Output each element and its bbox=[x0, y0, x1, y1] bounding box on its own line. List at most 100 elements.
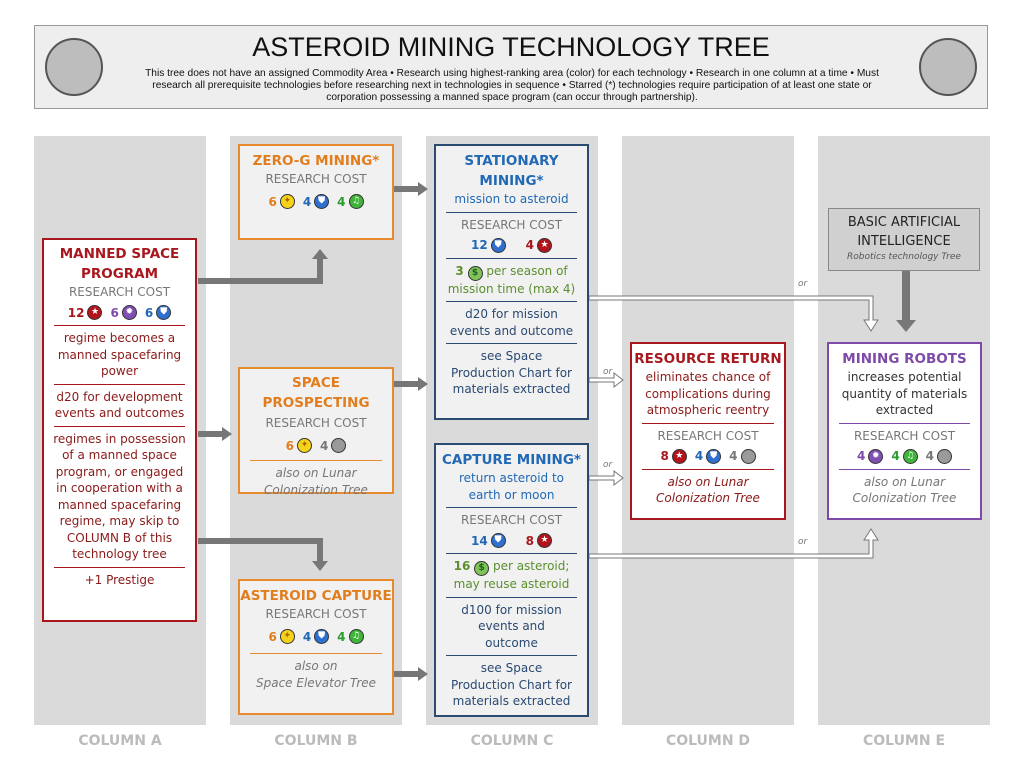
node-manned-space-program: MANNED SPACE PROGRAM RESEARCH COST 12★ 6… bbox=[42, 238, 197, 622]
gear-icon: ✹ bbox=[121, 305, 137, 321]
node-resource-return: RESOURCE RETURN eliminates chance of com… bbox=[630, 342, 786, 520]
node-asteroid-capture: ASTEROID CAPTURE RESEARCH COST 6✦ 4⛊ 4♫ … bbox=[238, 579, 394, 715]
node-subtitle: Robotics technology Tree bbox=[847, 252, 961, 262]
column-b-label: COLUMN B bbox=[274, 733, 358, 749]
cost-item: 4 bbox=[926, 448, 953, 465]
effect-text: see Space Production Chart for materials… bbox=[451, 349, 572, 396]
cost-item: 8★ bbox=[660, 448, 687, 465]
research-cost-label: RESEARCH COST bbox=[265, 607, 367, 621]
cost-item: 6✦ bbox=[268, 194, 295, 211]
effect-text: d20 for development events and outcomes bbox=[54, 389, 185, 421]
node-title: ASTEROID CAPTURE bbox=[240, 588, 392, 604]
divider bbox=[446, 596, 577, 598]
effect-text: regime becomes a manned spacefaring powe… bbox=[57, 331, 182, 378]
effect-text: +1 Prestige bbox=[84, 572, 155, 587]
node-title: SPACE PROSPECTING bbox=[262, 375, 370, 411]
cost-row: 6✦ 4⛊ 4♫ bbox=[240, 629, 392, 646]
cost-item: 8★ bbox=[526, 533, 553, 550]
cost-item: 4⛊ bbox=[303, 194, 330, 211]
cost-item: 4✹ bbox=[857, 448, 884, 465]
cost-item: 6✦ bbox=[268, 629, 295, 646]
cost-item: 12★ bbox=[68, 305, 103, 322]
research-cost-label: RESEARCH COST bbox=[853, 428, 956, 443]
cost-item: 4 bbox=[729, 448, 756, 465]
or-label: or bbox=[603, 460, 613, 470]
music-note-icon: ♫ bbox=[348, 629, 364, 645]
divider bbox=[446, 301, 577, 302]
divider bbox=[54, 566, 185, 568]
cost-item: 4⛊ bbox=[303, 629, 330, 646]
divider bbox=[250, 653, 382, 654]
node-title: BASIC ARTIFICIAL INTELLIGENCE bbox=[847, 215, 961, 249]
node-title: RESOURCE RETURN bbox=[634, 351, 782, 367]
star-icon: ★ bbox=[87, 305, 103, 321]
cost-row: 12⛊ 4★ bbox=[436, 237, 587, 254]
or-label: or bbox=[603, 367, 613, 377]
divider bbox=[54, 325, 185, 326]
effect-text: d100 for mission events and outcome bbox=[461, 602, 562, 650]
node-zero-g-mining: ZERO-G MINING* RESEARCH COST 6✦ 4⛊ 4♫ bbox=[238, 144, 394, 240]
disc-icon-left bbox=[45, 38, 103, 96]
lightbulb-icon: ✦ bbox=[279, 194, 295, 210]
research-cost-label: RESEARCH COST bbox=[265, 172, 367, 186]
effect-text: regimes in possession of a manned space … bbox=[53, 431, 186, 562]
shield-icon: ⛊ bbox=[490, 533, 506, 549]
divider bbox=[642, 422, 774, 424]
cost-item: 12⛊ bbox=[471, 237, 506, 254]
cost-row: 4✹ 4♫ 4 bbox=[829, 448, 980, 465]
gear-icon: ✹ bbox=[868, 448, 884, 464]
node-note: also on Lunar Colonization Tree bbox=[852, 474, 957, 506]
node-note: also on bbox=[294, 659, 338, 673]
divider bbox=[446, 211, 577, 213]
node-title: CAPTURE MINING* bbox=[442, 452, 581, 468]
cost-item: 6⛊ bbox=[145, 305, 172, 322]
cost-item: 4★ bbox=[526, 237, 553, 254]
shield-icon: ⛊ bbox=[156, 305, 172, 321]
research-cost-label: RESEARCH COST bbox=[657, 428, 759, 443]
cost-item: 14⛊ bbox=[471, 533, 506, 550]
research-cost-label: RESEARCH COST bbox=[460, 217, 563, 232]
node-title: MANNED SPACE PROGRAM bbox=[59, 246, 180, 282]
research-cost-label: RESEARCH COST bbox=[460, 513, 563, 527]
page-title: ASTEROID MINING TECHNOLOGY TREE bbox=[252, 32, 770, 62]
research-cost-label: RESEARCH COST bbox=[265, 416, 367, 430]
divider bbox=[446, 553, 577, 554]
cost-item: 4♫ bbox=[337, 194, 364, 211]
column-e-label: COLUMN E bbox=[862, 733, 946, 749]
cost-item: 4♫ bbox=[891, 448, 918, 465]
node-subtitle: eliminates chance of complications durin… bbox=[645, 370, 771, 417]
page-description: This tree does not have an assigned Comm… bbox=[145, 68, 879, 103]
column-c-label: COLUMN C bbox=[470, 733, 554, 749]
cost-item: 6✦ bbox=[286, 438, 312, 455]
divider bbox=[839, 468, 970, 470]
cost-row: 12★ 6✹ 6⛊ bbox=[44, 305, 195, 322]
star-icon: ★ bbox=[671, 448, 687, 464]
divider bbox=[54, 425, 185, 427]
cost-row: 6✦ 4⛊ 4♫ bbox=[240, 194, 392, 211]
shield-icon: ⛊ bbox=[706, 448, 722, 464]
shield-icon: ⛊ bbox=[314, 629, 330, 645]
money-icon: $ bbox=[467, 265, 483, 281]
column-a-label: COLUMN A bbox=[78, 733, 162, 749]
divider bbox=[446, 343, 577, 344]
node-capture-mining: CAPTURE MINING* return asteroid to earth… bbox=[434, 443, 589, 717]
music-note-icon: ♫ bbox=[902, 448, 918, 464]
node-note: also on Lunar Colonization Tree bbox=[264, 466, 368, 497]
disc-icon-right bbox=[919, 38, 977, 96]
money-icon: $ bbox=[474, 561, 490, 576]
divider bbox=[250, 460, 382, 461]
cost-row: 6✦ 4 bbox=[240, 438, 392, 455]
node-title: ZERO-G MINING* bbox=[252, 153, 380, 169]
cost-row: 8★ 4⛊ 4 bbox=[632, 448, 784, 465]
gray-circle-icon bbox=[740, 448, 756, 464]
node-title: MINING ROBOTS bbox=[842, 351, 967, 367]
node-subtitle: return asteroid to earth or moon bbox=[458, 471, 565, 502]
effect-text: see Space Production Chart for materials… bbox=[451, 661, 572, 708]
node-mining-robots: MINING ROBOTS increases potential quanti… bbox=[827, 342, 982, 520]
or-label: or bbox=[798, 279, 808, 289]
node-stationary-mining: STATIONARY MINING* mission to asteroid R… bbox=[434, 144, 589, 420]
header-panel: ASTEROID MINING TECHNOLOGY TREE This tre… bbox=[34, 25, 988, 109]
node-subtitle: increases potential quantity of material… bbox=[841, 370, 968, 417]
star-icon: ★ bbox=[537, 533, 553, 549]
income-text: 3 $ per season of mission time (max 4) bbox=[447, 263, 576, 296]
